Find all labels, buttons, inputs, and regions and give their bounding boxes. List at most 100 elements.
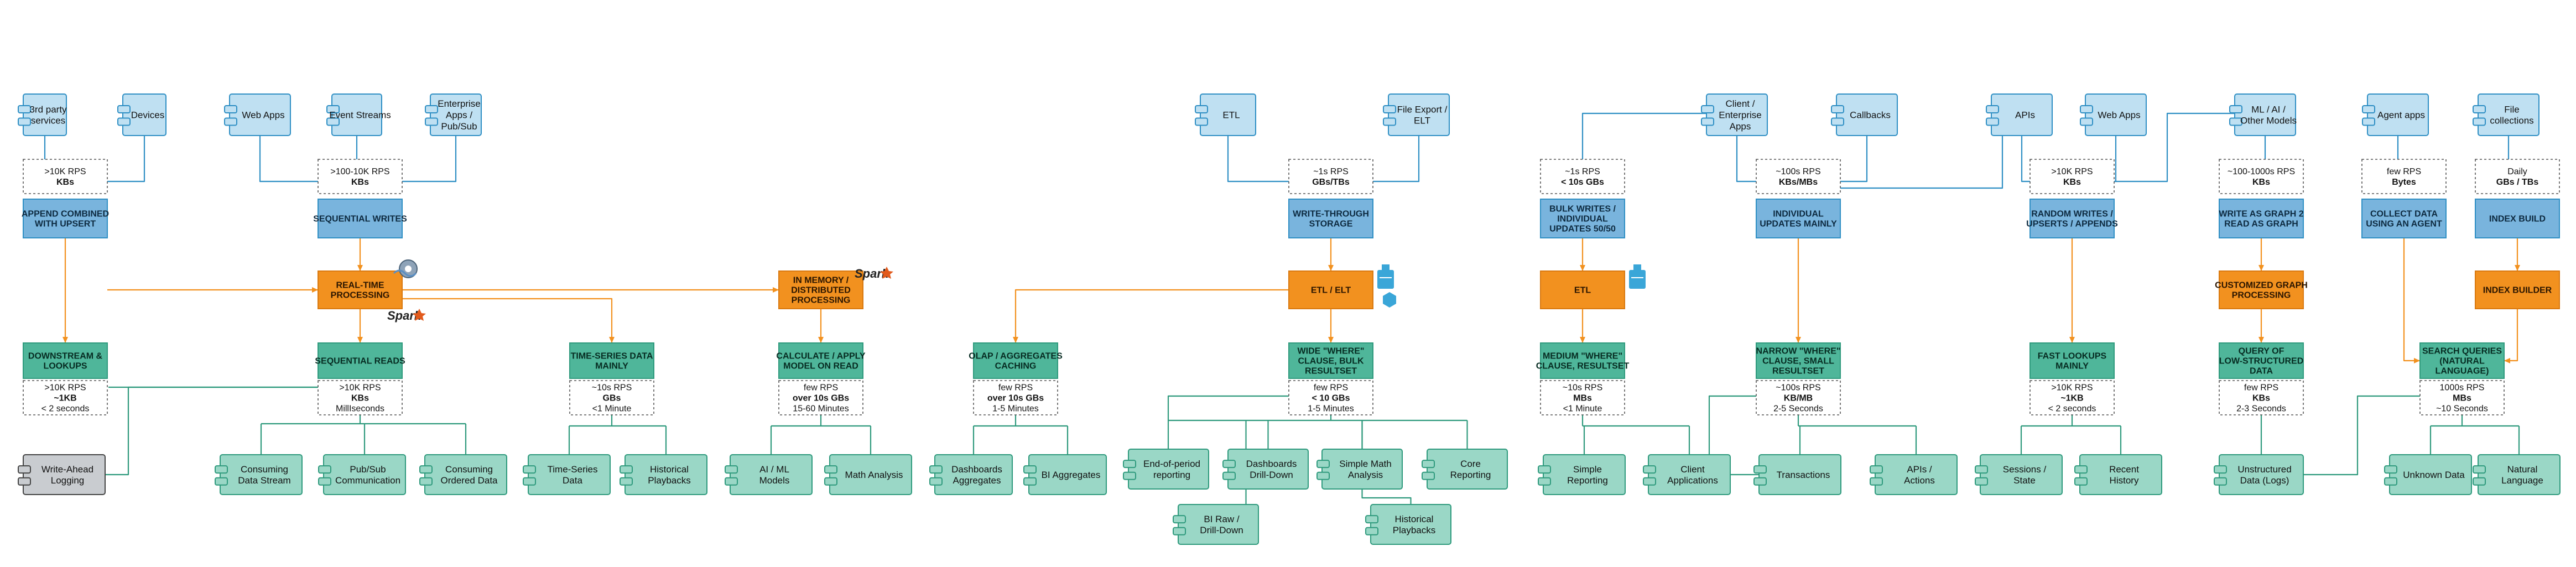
component-tab-icon [929,477,943,486]
destination-node: Sessions /State [1975,454,2063,495]
write-pattern-box-label: INDEX BUILD [2489,215,2546,224]
connector-line [2504,309,2518,362]
component-tab-icon [224,117,237,126]
component-tab-icon [326,105,340,113]
component-tab-icon [725,465,738,474]
rate-box-frame [2219,159,2304,194]
destination-node: Math Analysis [824,454,912,495]
component-tab-icon [1701,117,1714,126]
database-icon-body [1377,270,1394,289]
connector-line [1014,289,1289,343]
component-body [122,93,166,136]
component-tab-icon [1023,477,1037,486]
query-pattern-box-frame [318,342,403,379]
rate-box-frame [1288,159,1373,194]
processing-box-frame [1288,271,1373,309]
component-body [829,454,912,495]
query-pattern-box-frame [23,342,108,379]
write-pattern-box-label: RANDOM WRITES /UPSERTS / APPENDS [2026,210,2118,229]
component-tab-icon [1870,465,1883,474]
source-node: ETL [1195,93,1256,136]
component-tab-icon [2074,477,2088,486]
rate-box-frame [1540,380,1625,415]
component-tab-icon [318,477,331,486]
query-pattern-box-frame [2029,342,2115,379]
component-tab-icon [117,117,131,126]
source-label: Event Streams [329,110,391,120]
source-label: Devices [131,110,164,120]
destination-label: Sessions /State [2003,464,2047,486]
connector-line [2114,112,2235,183]
processing-box-label: ETL [1574,286,1591,295]
component-tab-icon [18,105,31,113]
source-label: Web Apps [2098,110,2140,120]
rate-text: >10K RPS~1KB< 2 seconds [2048,383,2096,414]
processing-box-frame [1540,271,1625,309]
write-pattern-box: SEQUENTIAL WRITES [313,199,407,238]
component-body [1648,454,1731,495]
component-tab-icon [1365,515,1378,524]
component-tab-icon [1222,471,1236,480]
component-body [430,93,482,136]
source-node: Callbacks [1831,93,1898,136]
arrow-head [2414,358,2420,363]
component-tab-icon [1643,477,1656,486]
component-tab-icon [1316,471,1330,480]
spark-logo: Spark [387,309,426,322]
component-tab-icon [2473,105,2486,113]
processing-box: ETL [1540,271,1625,309]
connector-line [1736,136,1756,183]
component-tab-icon [117,105,131,113]
connector-line [107,136,145,183]
rate-box-frame [2419,380,2505,415]
component-tab-icon [1975,477,1988,486]
component-tab-icon [2214,465,2227,474]
component-body [220,454,303,495]
component-tab-icon [2229,105,2242,113]
component-body [625,454,707,495]
query-pattern-box: SEQUENTIAL READS [315,342,405,379]
component-tab-icon [1173,527,1186,535]
component-tab-icon [523,477,536,486]
connector-line [402,136,457,183]
component-tab-icon [1643,465,1656,474]
